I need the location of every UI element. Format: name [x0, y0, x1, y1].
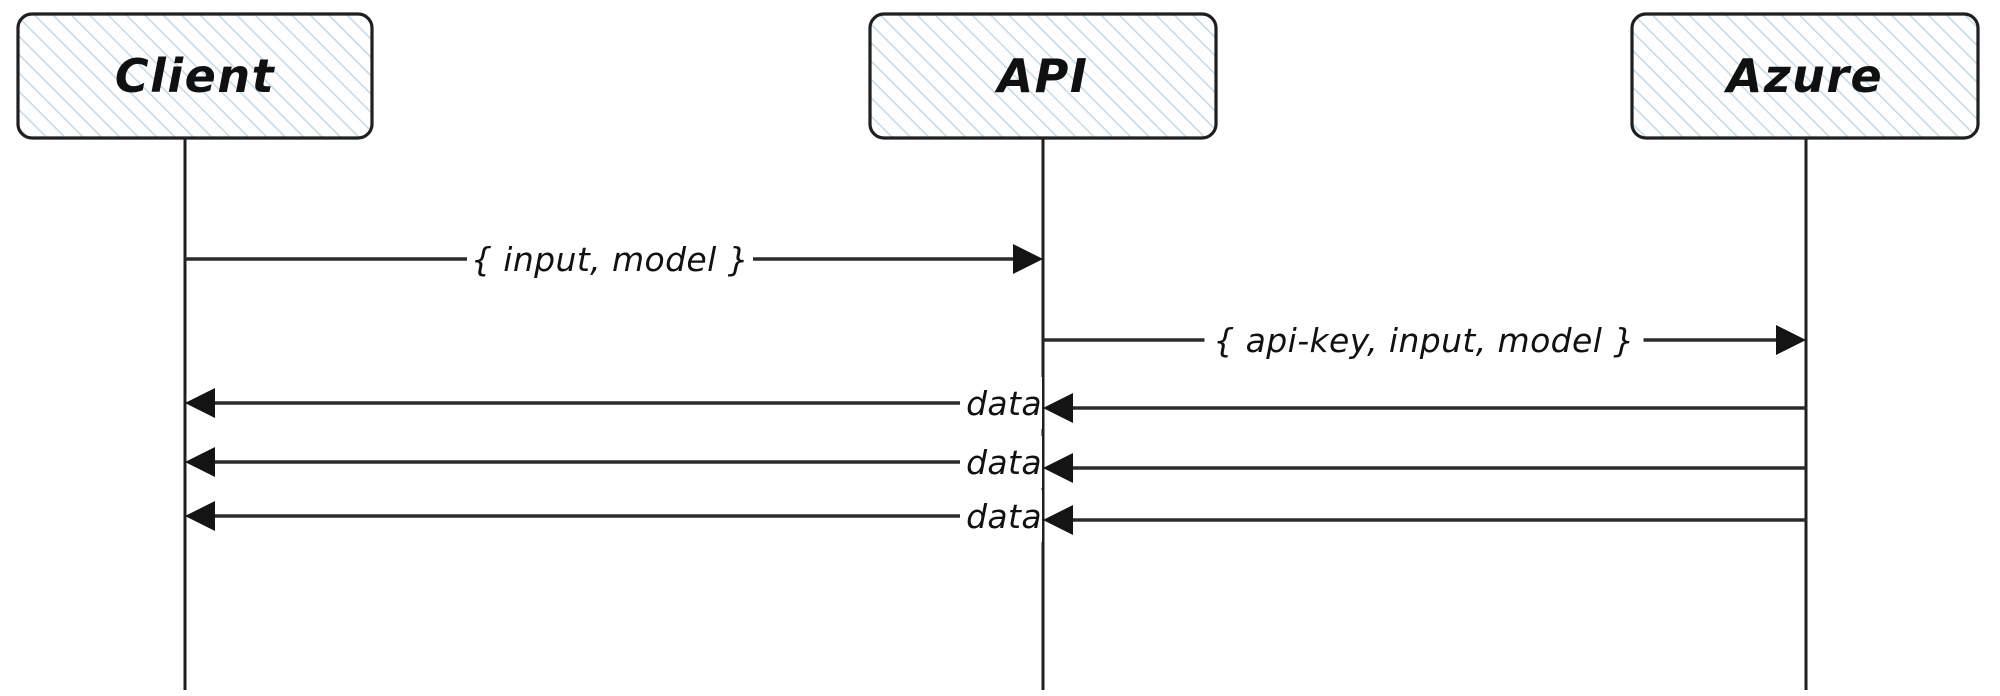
message-arrowhead-6 [1043, 505, 1073, 535]
actor-box-client[interactable]: Client [16, 12, 374, 140]
message-arrowhead-0 [1013, 244, 1043, 274]
lifelines-layer [183, 138, 1808, 690]
message-5-api-to-client[interactable] [185, 447, 1043, 477]
message-label-knockout-3 [960, 436, 1042, 488]
message-3-api-to-client[interactable] [185, 388, 1043, 418]
message-7-api-to-client[interactable] [185, 501, 1043, 531]
actor-box-shape-azure [1630, 12, 1980, 140]
message-label-knockout-1 [1204, 314, 1644, 366]
messages-layer: { input, model } { api-key, input, model … [185, 233, 1806, 542]
message-arrowhead-7 [185, 501, 215, 531]
actor-label-api: API [995, 49, 1089, 103]
message-6-azure-to-api[interactable] [1043, 505, 1806, 535]
actor-label-azure: Azure [1724, 49, 1884, 103]
message-label-4: data [966, 497, 1042, 536]
message-label-0: { input, model } [471, 240, 749, 279]
message-arrowhead-4 [1043, 453, 1073, 483]
message-label-3: data [966, 443, 1042, 482]
message-label-knockout-4 [960, 490, 1042, 542]
message-label-knockout-2 [960, 377, 1042, 429]
actor-box-azure[interactable]: Azure [1630, 12, 1980, 140]
actor-box-shape-client [16, 12, 374, 140]
message-2-azure-to-api[interactable] [1043, 393, 1806, 423]
message-4-azure-to-api[interactable] [1043, 453, 1806, 483]
actor-box-shape-api [868, 12, 1218, 140]
actors-layer: Client API Azure [16, 12, 1980, 140]
message-label-knockout-0 [467, 233, 753, 285]
message-label-2: data [966, 384, 1042, 423]
message-arrowhead-1 [1776, 325, 1806, 355]
message-arrowhead-2 [1043, 393, 1073, 423]
message-arrowhead-3 [185, 388, 215, 418]
message-arrowhead-5 [185, 447, 215, 477]
message-label-1: { api-key, input, model } [1213, 321, 1634, 360]
actor-box-api[interactable]: API [868, 12, 1218, 140]
actor-label-client: Client [115, 49, 276, 103]
